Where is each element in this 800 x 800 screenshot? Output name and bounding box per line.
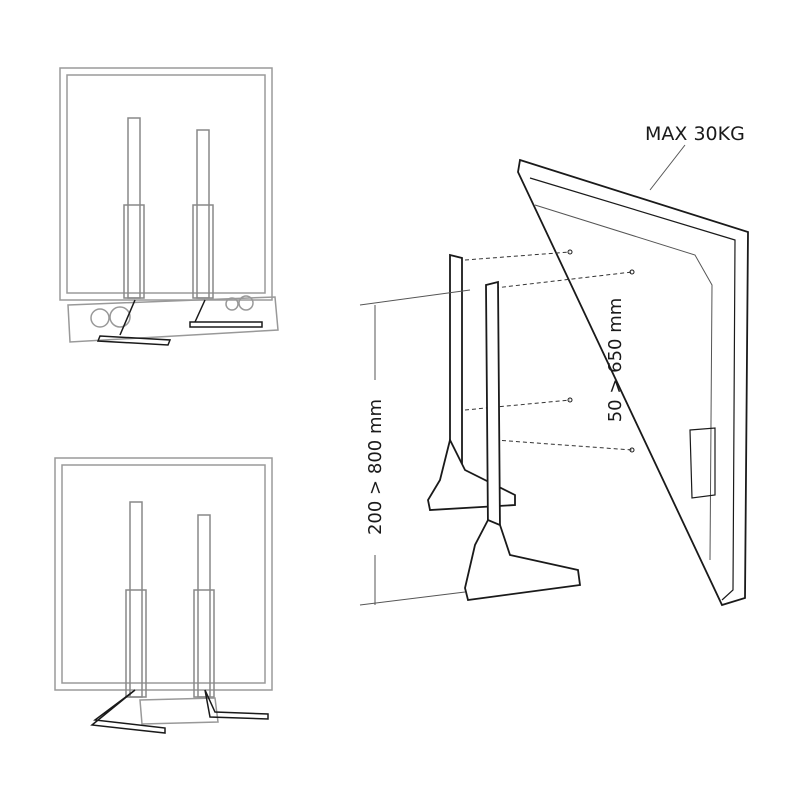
tv-back-illustration bbox=[427, 158, 749, 607]
device-box bbox=[139, 697, 219, 725]
stand-feet bbox=[96, 299, 263, 346]
tv-with-box-illustration bbox=[54, 457, 273, 734]
dimension-lines bbox=[359, 144, 686, 606]
max-load-label: MAX 30KG bbox=[645, 123, 745, 145]
stand-front bbox=[464, 280, 582, 601]
tv-screen bbox=[66, 74, 266, 294]
mount-holes bbox=[567, 249, 635, 453]
bracket-left bbox=[123, 117, 145, 299]
stand-feet bbox=[90, 689, 269, 734]
height-range-label: 200 > 800 mm bbox=[365, 399, 386, 535]
max-load-leader bbox=[649, 144, 686, 191]
tv-with-soundbar-illustration bbox=[59, 67, 279, 346]
vesa-guides bbox=[464, 251, 633, 451]
tv-port-panel bbox=[689, 427, 716, 499]
bracket-right bbox=[192, 129, 214, 299]
bracket-right bbox=[193, 514, 215, 698]
tv-frame bbox=[59, 67, 273, 301]
tv-frame bbox=[54, 457, 273, 691]
stand-back bbox=[427, 253, 516, 511]
vesa-range-label: 50 > 650 mm bbox=[605, 298, 626, 423]
soundbar bbox=[67, 295, 279, 343]
tv-back-panel bbox=[517, 158, 749, 607]
tv-screen bbox=[61, 464, 266, 684]
bracket-left bbox=[125, 501, 147, 698]
